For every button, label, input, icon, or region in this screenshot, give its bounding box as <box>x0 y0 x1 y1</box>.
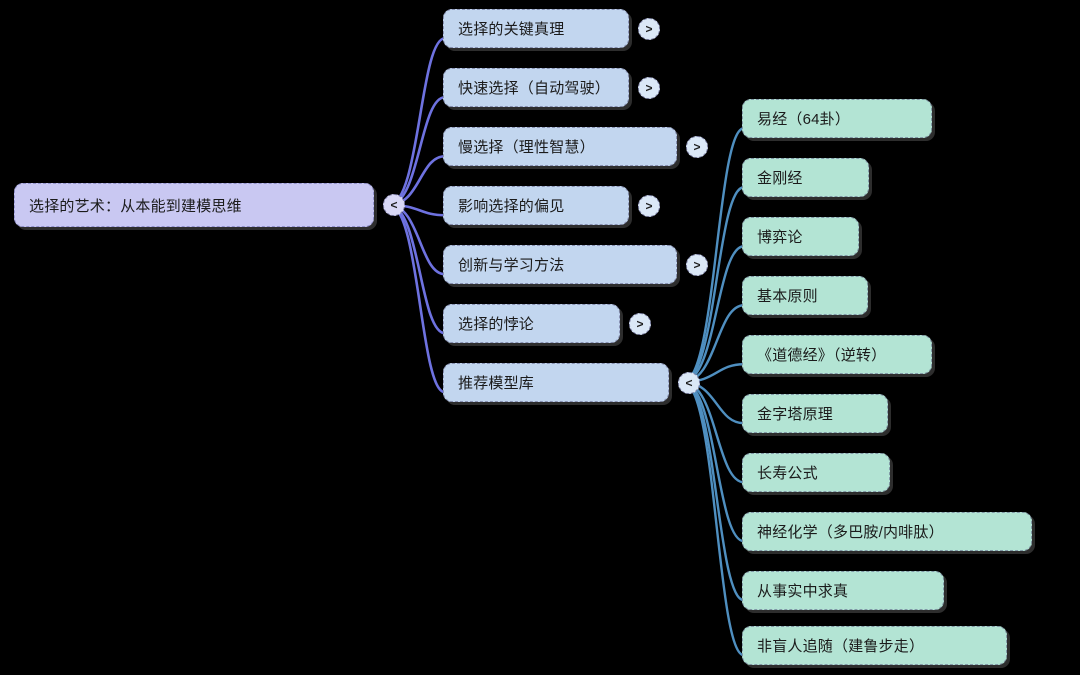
level3-node-2-label: 博弈论 <box>757 229 803 246</box>
level3-node-5-label: 金字塔原理 <box>757 406 834 423</box>
level2-expand-toggle-1[interactable]: > <box>638 76 660 99</box>
level2-expand-toggle-3[interactable]: > <box>638 194 660 217</box>
level2-node-4[interactable]: 创新与学习方法 <box>443 245 677 284</box>
level3-node-2[interactable]: 博弈论 <box>742 217 859 256</box>
level2-expand-toggle-2[interactable]: > <box>686 135 708 158</box>
level3-node-7-label: 神经化学（多巴胺/内啡肽） <box>757 524 944 541</box>
level2-node-2[interactable]: 慢选择（理性智慧） <box>443 127 677 166</box>
level2-node-1[interactable]: 快速选择（自动驾驶） <box>443 68 629 107</box>
level3-node-0-label: 易经（64卦） <box>757 111 851 128</box>
level2-expand-toggle-0[interactable]: > <box>638 17 660 40</box>
level3-node-9[interactable]: 非盲人追随（建鲁步走） <box>742 626 1007 665</box>
level2-node-2-label: 慢选择（理性智慧） <box>458 139 595 156</box>
level2-collapse-toggle-6[interactable]: < <box>678 371 700 394</box>
level2-node-3[interactable]: 影响选择的偏见 <box>443 186 629 225</box>
level3-node-8-label: 从事实中求真 <box>757 583 849 600</box>
level2-node-0-label: 选择的关键真理 <box>458 21 565 38</box>
level2-expand-toggle-4[interactable]: > <box>686 253 708 276</box>
level2-node-0[interactable]: 选择的关键真理 <box>443 9 629 48</box>
level3-node-7[interactable]: 神经化学（多巴胺/内啡肽） <box>742 512 1032 551</box>
level2-node-4-label: 创新与学习方法 <box>458 257 565 274</box>
level3-node-8[interactable]: 从事实中求真 <box>742 571 944 610</box>
level2-node-5-label: 选择的悖论 <box>458 316 535 333</box>
level3-node-3[interactable]: 基本原则 <box>742 276 868 315</box>
root-node[interactable]: 选择的艺术：从本能到建模思维 <box>14 183 374 227</box>
level3-node-6-label: 长寿公式 <box>757 465 818 482</box>
level3-node-4-label: 《道德经》（逆转） <box>757 347 887 364</box>
level3-node-5[interactable]: 金字塔原理 <box>742 394 888 433</box>
level3-node-3-label: 基本原则 <box>757 288 818 305</box>
root-collapse-toggle[interactable]: < <box>383 194 405 216</box>
root-node-label: 选择的艺术：从本能到建模思维 <box>29 197 242 215</box>
level2-node-6[interactable]: 推荐模型库 <box>443 363 669 402</box>
level3-node-9-label: 非盲人追随（建鲁步走） <box>757 638 925 655</box>
level3-node-4[interactable]: 《道德经》（逆转） <box>742 335 932 374</box>
level2-node-3-label: 影响选择的偏见 <box>458 198 565 215</box>
level3-node-0[interactable]: 易经（64卦） <box>742 99 932 138</box>
level2-node-1-label: 快速选择（自动驾驶） <box>458 80 611 97</box>
level3-node-1[interactable]: 金刚经 <box>742 158 869 197</box>
level3-node-1-label: 金刚经 <box>757 170 803 187</box>
level2-node-6-label: 推荐模型库 <box>458 375 535 392</box>
level2-expand-toggle-5[interactable]: > <box>629 312 651 335</box>
level2-node-5[interactable]: 选择的悖论 <box>443 304 620 343</box>
level3-node-6[interactable]: 长寿公式 <box>742 453 890 492</box>
